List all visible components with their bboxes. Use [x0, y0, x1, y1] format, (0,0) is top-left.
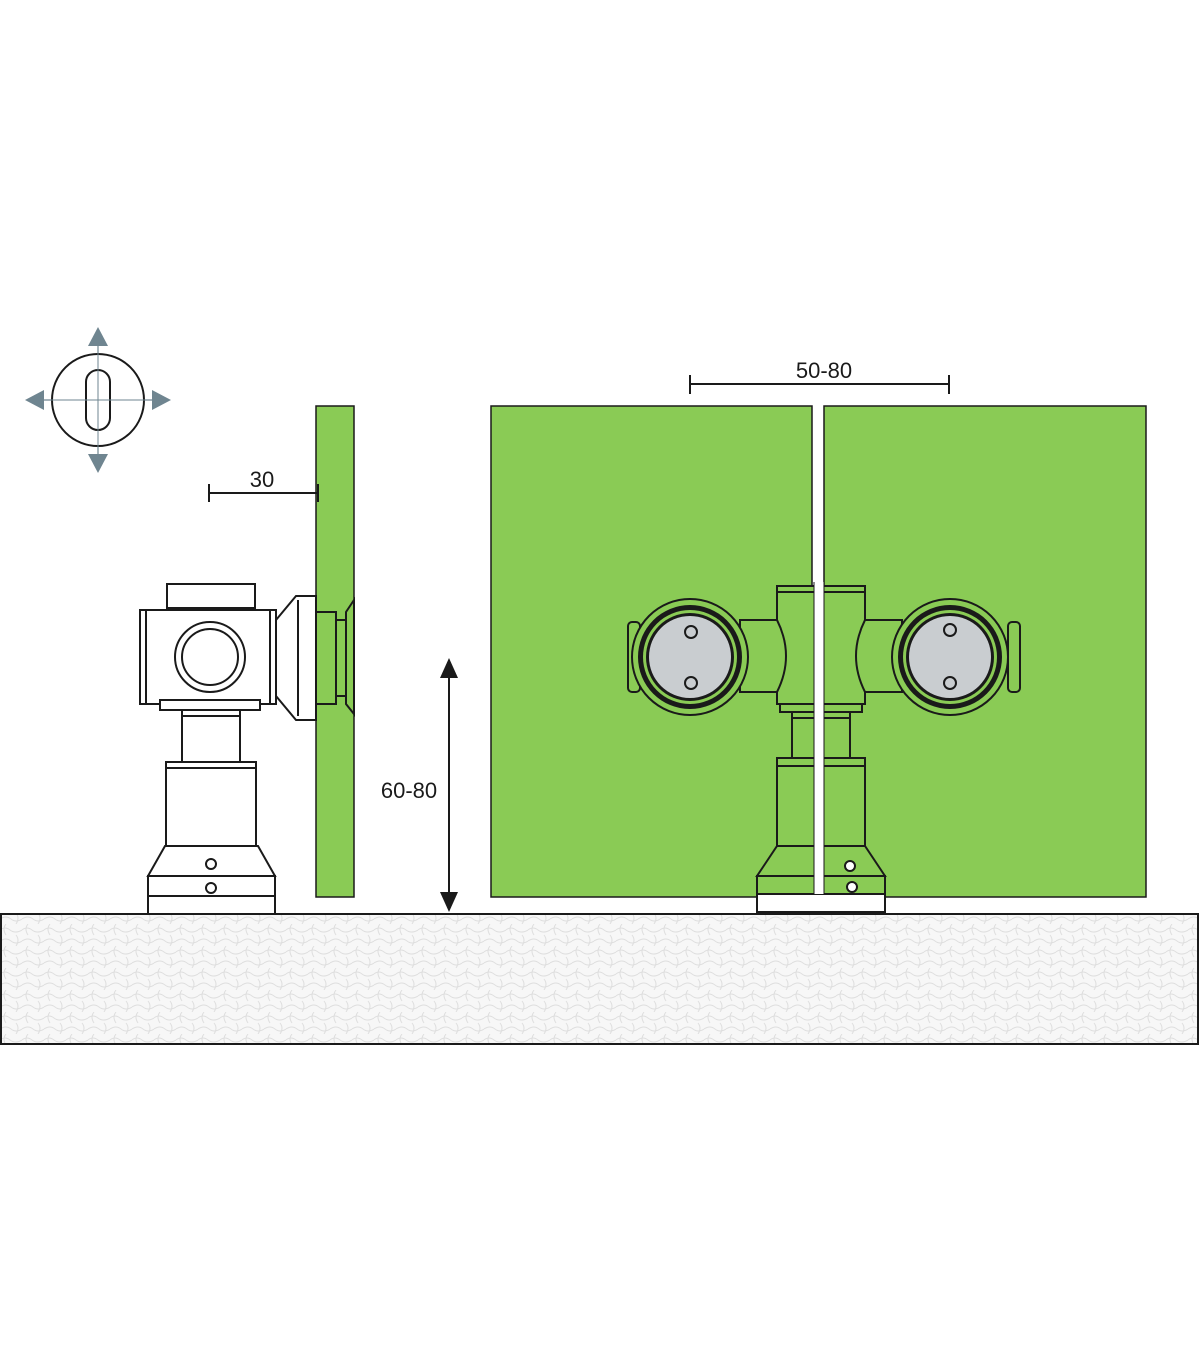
adjustable-slot-icon	[25, 327, 171, 473]
gap-dimension: 50-80	[689, 358, 950, 394]
glass-gap	[813, 406, 823, 582]
height-dimension-label: 60-80	[381, 778, 437, 803]
offset-dimension-label: 30	[250, 467, 274, 492]
ground-slab	[0, 913, 1199, 1045]
side-view-hinge	[139, 583, 355, 915]
height-dimension: 60-80	[381, 658, 458, 912]
gap-dimension-label: 50-80	[796, 358, 852, 383]
offset-dimension: 30	[208, 467, 319, 502]
front-view-hinge	[627, 582, 1021, 913]
